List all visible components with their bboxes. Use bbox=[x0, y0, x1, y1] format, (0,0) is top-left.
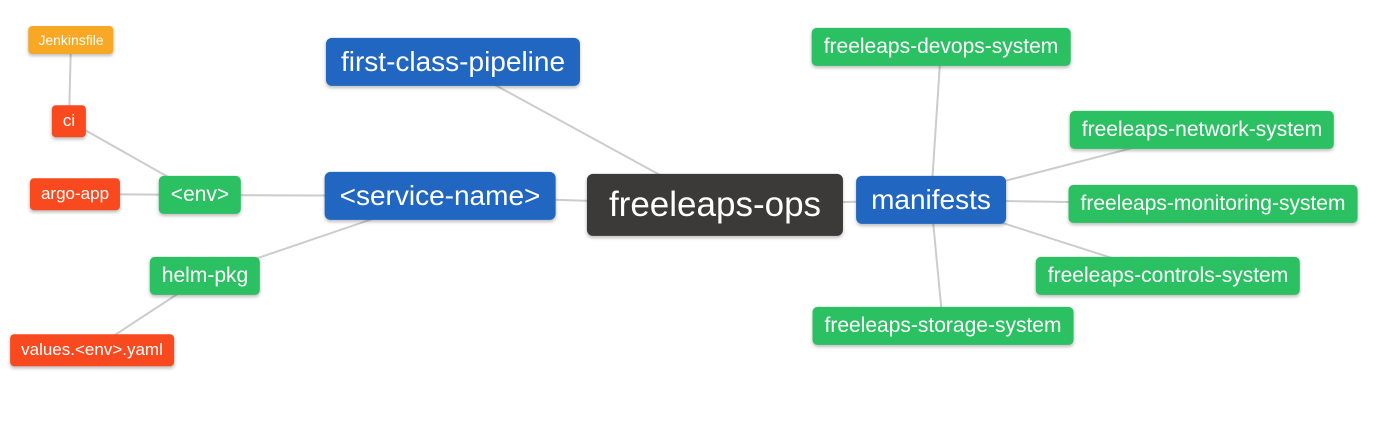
node-freeleaps-network-system[interactable]: freeleaps-network-system bbox=[1069, 110, 1335, 150]
node-values-env-yaml[interactable]: values.<env>.yaml bbox=[10, 334, 174, 366]
node-service-name[interactable]: <service-name> bbox=[324, 171, 556, 221]
node-freeleaps-controls-system[interactable]: freeleaps-controls-system bbox=[1035, 256, 1301, 296]
node-jenkinsfile[interactable]: Jenkinsfile bbox=[28, 25, 114, 55]
node-freeleaps-monitoring-system[interactable]: freeleaps-monitoring-system bbox=[1068, 184, 1358, 224]
node-ci[interactable]: ci bbox=[51, 105, 87, 137]
node-freeleaps-ops[interactable]: freeleaps-ops bbox=[586, 173, 844, 237]
node-helm-pkg[interactable]: helm-pkg bbox=[149, 256, 261, 296]
node-freeleaps-devops-system[interactable]: freeleaps-devops-system bbox=[811, 27, 1071, 67]
node-freeleaps-storage-system[interactable]: freeleaps-storage-system bbox=[812, 306, 1074, 346]
node-first-class-pipeline[interactable]: first-class-pipeline bbox=[325, 37, 581, 87]
node-env[interactable]: <env> bbox=[158, 175, 242, 215]
node-argo-app[interactable]: argo-app bbox=[29, 178, 121, 210]
node-manifests[interactable]: manifests bbox=[856, 175, 1006, 225]
edge-manifests--freeleaps-devops-system bbox=[930, 46, 942, 201]
